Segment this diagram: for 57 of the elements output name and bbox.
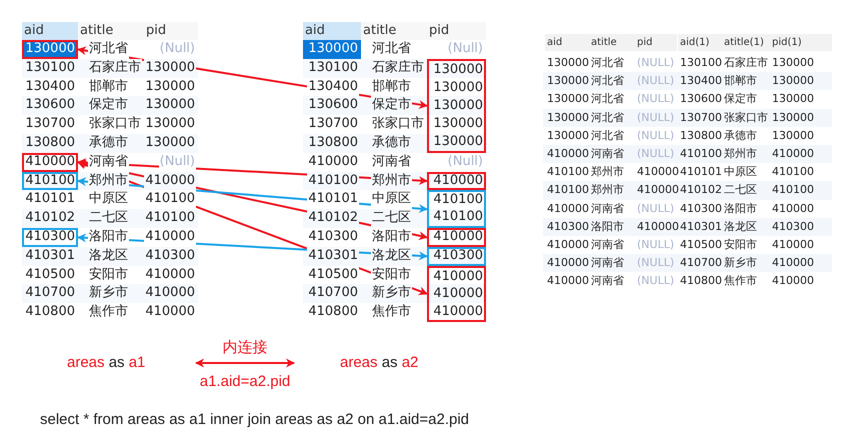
table-value: 130000 [25, 42, 75, 57]
table-value: 410100 [25, 174, 75, 188]
table-value: 130400 [307, 78, 359, 96]
highlight-frame [22, 172, 78, 190]
column-header: atitle [78, 22, 144, 40]
table-value: 安阳市 [371, 266, 412, 284]
table-value: 410100 [433, 209, 483, 226]
table-value: 130000 [433, 114, 483, 133]
column-header: pid [635, 34, 677, 51]
column-header: atitle(1) [722, 34, 770, 51]
table-value: 410301 [307, 246, 359, 266]
highlight-frame [427, 172, 486, 190]
table-value: 410000 [433, 302, 483, 320]
highlight-frame [427, 228, 486, 247]
table-value: 130000 [433, 78, 483, 97]
highlight-frame [22, 40, 78, 59]
table-value: 中原区 [371, 190, 412, 210]
table-value: 410000 [433, 174, 483, 188]
highlight-frame-group [427, 58, 486, 153]
table-value: 410000 [433, 285, 483, 302]
edge-label: 内连接 [222, 338, 268, 356]
column-header: aid(1) [678, 34, 722, 51]
column-header: pid(1) [770, 34, 832, 51]
table-value: 410300 [433, 248, 483, 264]
column-header: pid [427, 22, 486, 40]
table-alias: areas as a2 [294, 352, 434, 374]
highlight-frame-group [427, 190, 486, 228]
table-value: 130000 [433, 60, 483, 79]
table-value: 410000 [433, 230, 483, 245]
table-value: 130000 [433, 96, 483, 115]
table-value: 河南省 [88, 152, 129, 172]
table-value: 410100 [144, 190, 196, 210]
table-value: 410000 [144, 172, 196, 190]
table-value: 410100 [433, 192, 483, 210]
table-value: 河北省 [88, 40, 129, 59]
column-header: aid [545, 34, 589, 51]
join-condition: a1.aid=a2.pid [198, 372, 292, 392]
sql-statement: select * from areas as a1 inner join areas as a2 on a1.aid=a2.pid [40, 410, 470, 430]
column-header: aid [303, 22, 361, 40]
double-arrow [195, 358, 295, 368]
highlight-frame [427, 246, 486, 266]
table-value: 410300 [25, 230, 75, 245]
table-value: 二七区 [371, 209, 412, 228]
table-value: (Null) [158, 152, 196, 172]
table-alias: areas as a1 [60, 352, 196, 374]
table-value: 130000 [433, 132, 483, 151]
highlight-frame [22, 228, 78, 247]
table-value: 410000 [25, 154, 75, 170]
column-header: pid [144, 22, 198, 40]
column-header: atitle [589, 34, 635, 51]
table-value: 410000 [144, 228, 196, 247]
column-header: atitle [361, 22, 427, 40]
highlight-frame-group [427, 266, 486, 322]
highlight-frame [22, 152, 78, 172]
table-value: 邯郸市 [371, 78, 412, 96]
table-value: 410000 [433, 268, 483, 286]
column-header: aid [22, 22, 78, 40]
